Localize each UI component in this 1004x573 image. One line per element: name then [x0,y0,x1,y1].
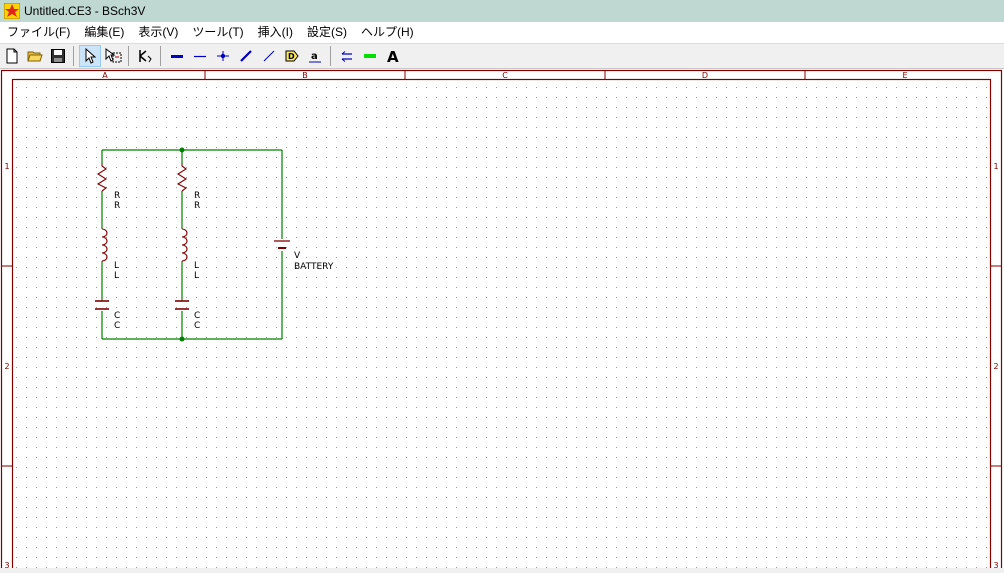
resistor-part[interactable]: R R [96,163,120,211]
menu-view[interactable]: 表示(V) [138,25,179,39]
component-button[interactable] [134,45,156,67]
part-value: R [194,201,200,211]
toolbar: D a A [0,43,1004,69]
bus-entry-button[interactable] [235,45,257,67]
row-label-3-right: 3 [993,561,998,568]
junction-dot[interactable] [179,336,185,342]
svg-text:A: A [387,48,399,64]
bus-icon [171,55,183,58]
label-icon: a [309,51,321,63]
capacitor-part[interactable]: C C [95,300,120,331]
inductor-part[interactable]: L L [101,228,119,281]
part-ref: R [194,191,200,201]
drawing-canvas[interactable]: A B C D E 1 1 2 2 3 3 [0,69,1004,573]
save-button[interactable] [47,45,69,67]
toolbar-separator [73,46,74,66]
menu-tools[interactable]: ツール(T) [192,25,244,39]
row-label-2-left: 2 [4,362,9,371]
toolbar-separator [330,46,331,66]
open-folder-icon [27,51,43,62]
wire-net[interactable] [101,149,283,340]
tag-icon: D [285,50,299,62]
window-title: Untitled.CE3 - BSch3V [24,4,146,18]
select-button[interactable] [79,45,101,67]
part-value: BATTERY [294,262,334,272]
schematic-sheet[interactable]: A B C D E 1 1 2 2 3 3 [0,69,1004,573]
sheet-outer-frame [0,69,1003,573]
inductor-part[interactable]: L L [181,228,199,281]
part-value: L [194,271,199,281]
tag-button[interactable]: D [281,45,303,67]
inductor-symbol[interactable] [181,228,188,262]
junction-icon [217,51,229,61]
junction-button[interactable] [212,45,234,67]
part-value: R [114,201,120,211]
menu-insert[interactable]: 挿入(I) [257,25,293,39]
inductor-symbol[interactable] [101,228,108,262]
row-label-1-right: 1 [993,162,998,171]
part-ref: C [114,311,120,321]
sheet-inner-frame [11,78,992,573]
drag-select-icon [105,48,122,63]
component-icon [139,50,152,63]
new-file-button[interactable] [1,45,23,67]
drag-select-button[interactable] [102,45,124,67]
menu-settings[interactable]: 設定(S) [306,25,347,39]
open-button[interactable] [24,45,46,67]
column-label-b: B [302,71,308,80]
part-ref: L [114,261,119,271]
row-label-2-right: 2 [993,362,998,371]
part-value: C [114,321,120,331]
text-icon: A [387,48,399,64]
select-pointer-icon [85,48,97,64]
frame-ticks [2,71,1001,467]
label-button[interactable]: a [304,45,326,67]
bus-button[interactable] [166,45,188,67]
marker-button[interactable] [359,45,381,67]
part-ref: C [194,311,200,321]
column-label-a: A [102,71,108,80]
row-label-3-left: 3 [4,561,9,568]
menu-help[interactable]: ヘルプ(H) [360,25,414,39]
text-button[interactable]: A [382,45,404,67]
part-value: L [114,271,119,281]
green-marker-icon [364,54,376,58]
grid [13,80,990,568]
svg-text:a: a [311,51,318,62]
wire-entry-icon [263,50,275,62]
comment-line-button[interactable] [336,45,358,67]
capacitor-part[interactable]: C C [175,300,200,331]
row-label-1-left: 1 [4,162,9,171]
toolbar-separator [128,46,129,66]
toolbar-separator [160,46,161,66]
menu-bar: ファイル(F) 編集(E) 表示(V) ツール(T) 挿入(I) 設定(S) ヘ… [0,22,1004,43]
app-icon[interactable] [4,3,20,19]
menu-edit[interactable]: 編集(E) [84,25,125,39]
part-value: C [194,321,200,331]
part-ref: V [294,251,301,261]
new-file-icon [6,48,18,64]
column-label-c: C [502,71,508,80]
battery-part[interactable]: V BATTERY [274,240,334,272]
comment-line-icon [341,51,352,62]
title-bar: Untitled.CE3 - BSch3V [0,0,1004,22]
resistor-part[interactable]: R R [176,163,200,211]
menu-file[interactable]: ファイル(F) [7,25,71,39]
bus-entry-icon [240,50,252,62]
column-label-d: D [702,71,708,80]
svg-text:D: D [288,52,295,61]
wire-icon [194,55,206,58]
resistor-symbol[interactable] [96,163,108,192]
save-icon [51,49,65,63]
junction-dot[interactable] [179,147,185,153]
part-ref: R [114,191,120,201]
column-label-e: E [902,71,907,80]
wire-button[interactable] [189,45,211,67]
wire-entry-button[interactable] [258,45,280,67]
resistor-symbol[interactable] [176,163,188,192]
part-ref: L [194,261,199,271]
